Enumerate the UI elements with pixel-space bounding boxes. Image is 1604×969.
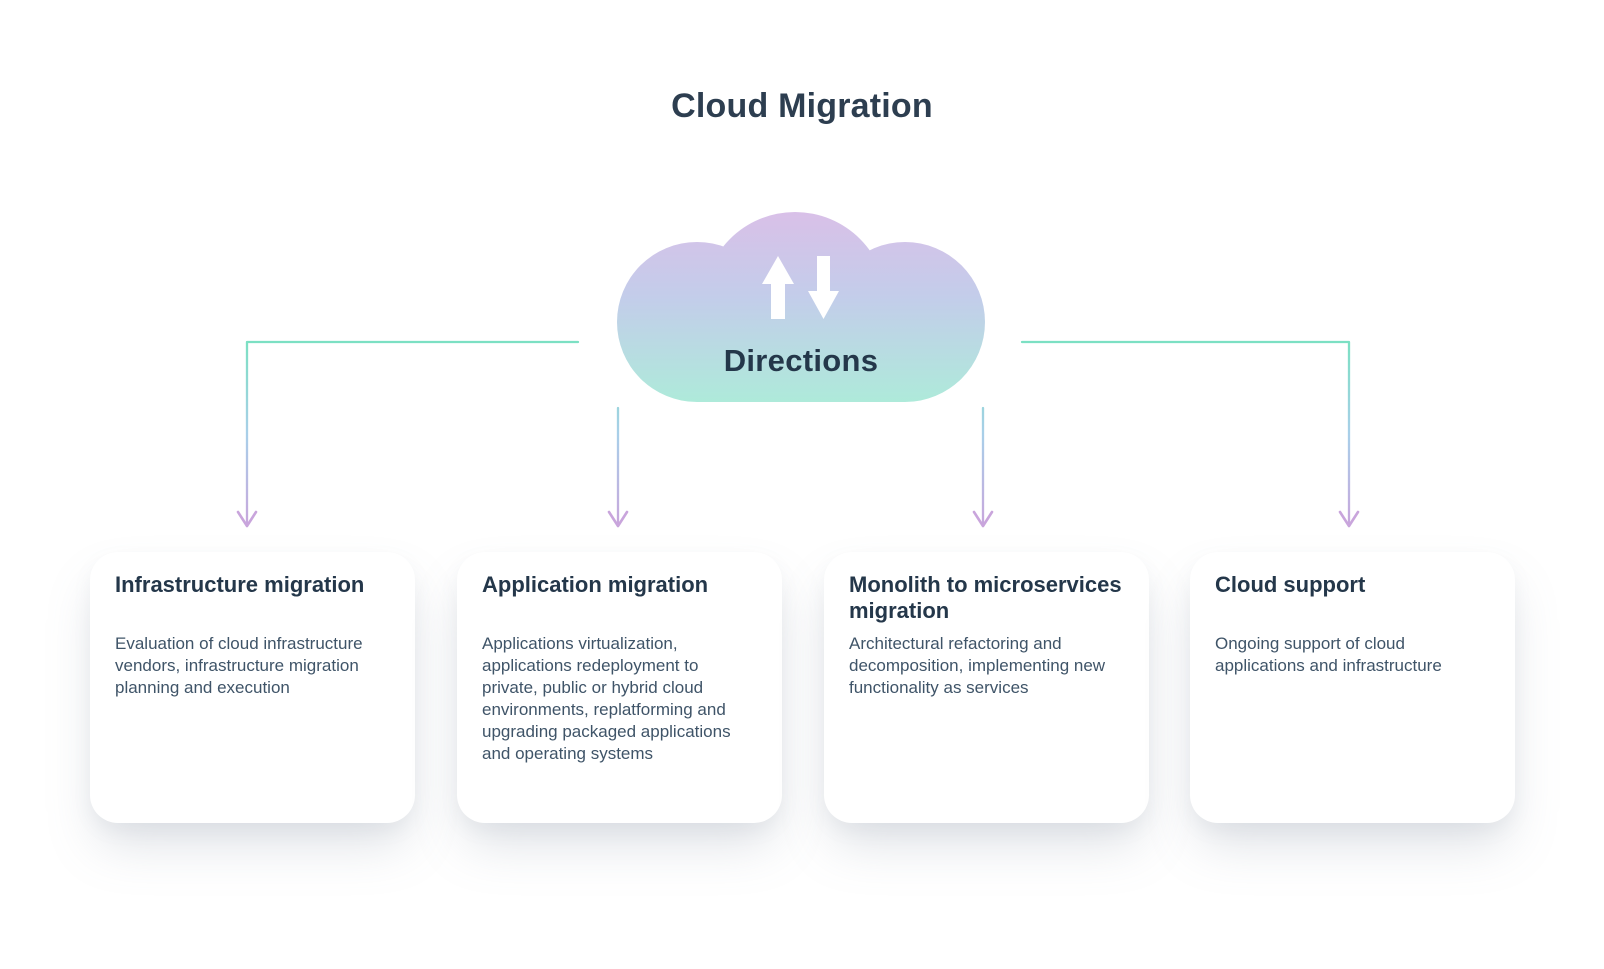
- connector-cloud-support: [1020, 340, 1360, 528]
- card-application-migration: Application migration Applications virtu…: [457, 552, 782, 823]
- connector-application-migration: [607, 406, 629, 528]
- card-title: Application migration: [482, 572, 709, 597]
- down-arrowhead-icon: [236, 510, 258, 528]
- down-arrowhead-icon: [972, 510, 994, 528]
- cloud-node: Directions: [617, 212, 985, 402]
- up-arrow-icon: [762, 256, 794, 319]
- down-arrowhead-icon: [607, 510, 629, 528]
- card-title: Infrastructure migration: [115, 572, 365, 597]
- cloud-label: Directions: [723, 343, 879, 378]
- connector-infrastructure-migration: [236, 340, 580, 528]
- card-body: Architectural refactoring and decomposit…: [849, 634, 1106, 697]
- connector-monolith-migration: [972, 406, 994, 528]
- card-infrastructure-migration: Infrastructure migration Evaluation of c…: [90, 552, 415, 823]
- diagram-title: Cloud Migration: [671, 87, 933, 125]
- card-body: Evaluation of cloud infrastructure vendo…: [115, 634, 363, 697]
- down-arrow-icon: [808, 256, 839, 319]
- cloud-shape: [617, 212, 985, 402]
- card-cloud-support: Cloud support Ongoing support of cloud a…: [1190, 552, 1515, 823]
- card-title: Cloud support: [1215, 572, 1366, 597]
- card-title: Monolith to microservices migration: [849, 572, 1122, 623]
- down-arrowhead-icon: [1338, 510, 1360, 528]
- card-monolith-migration: Monolith to microservices migration Arch…: [824, 552, 1149, 823]
- card-body: Applications virtualization, application…: [482, 634, 731, 763]
- card-body: Ongoing support of cloud applications an…: [1215, 634, 1442, 675]
